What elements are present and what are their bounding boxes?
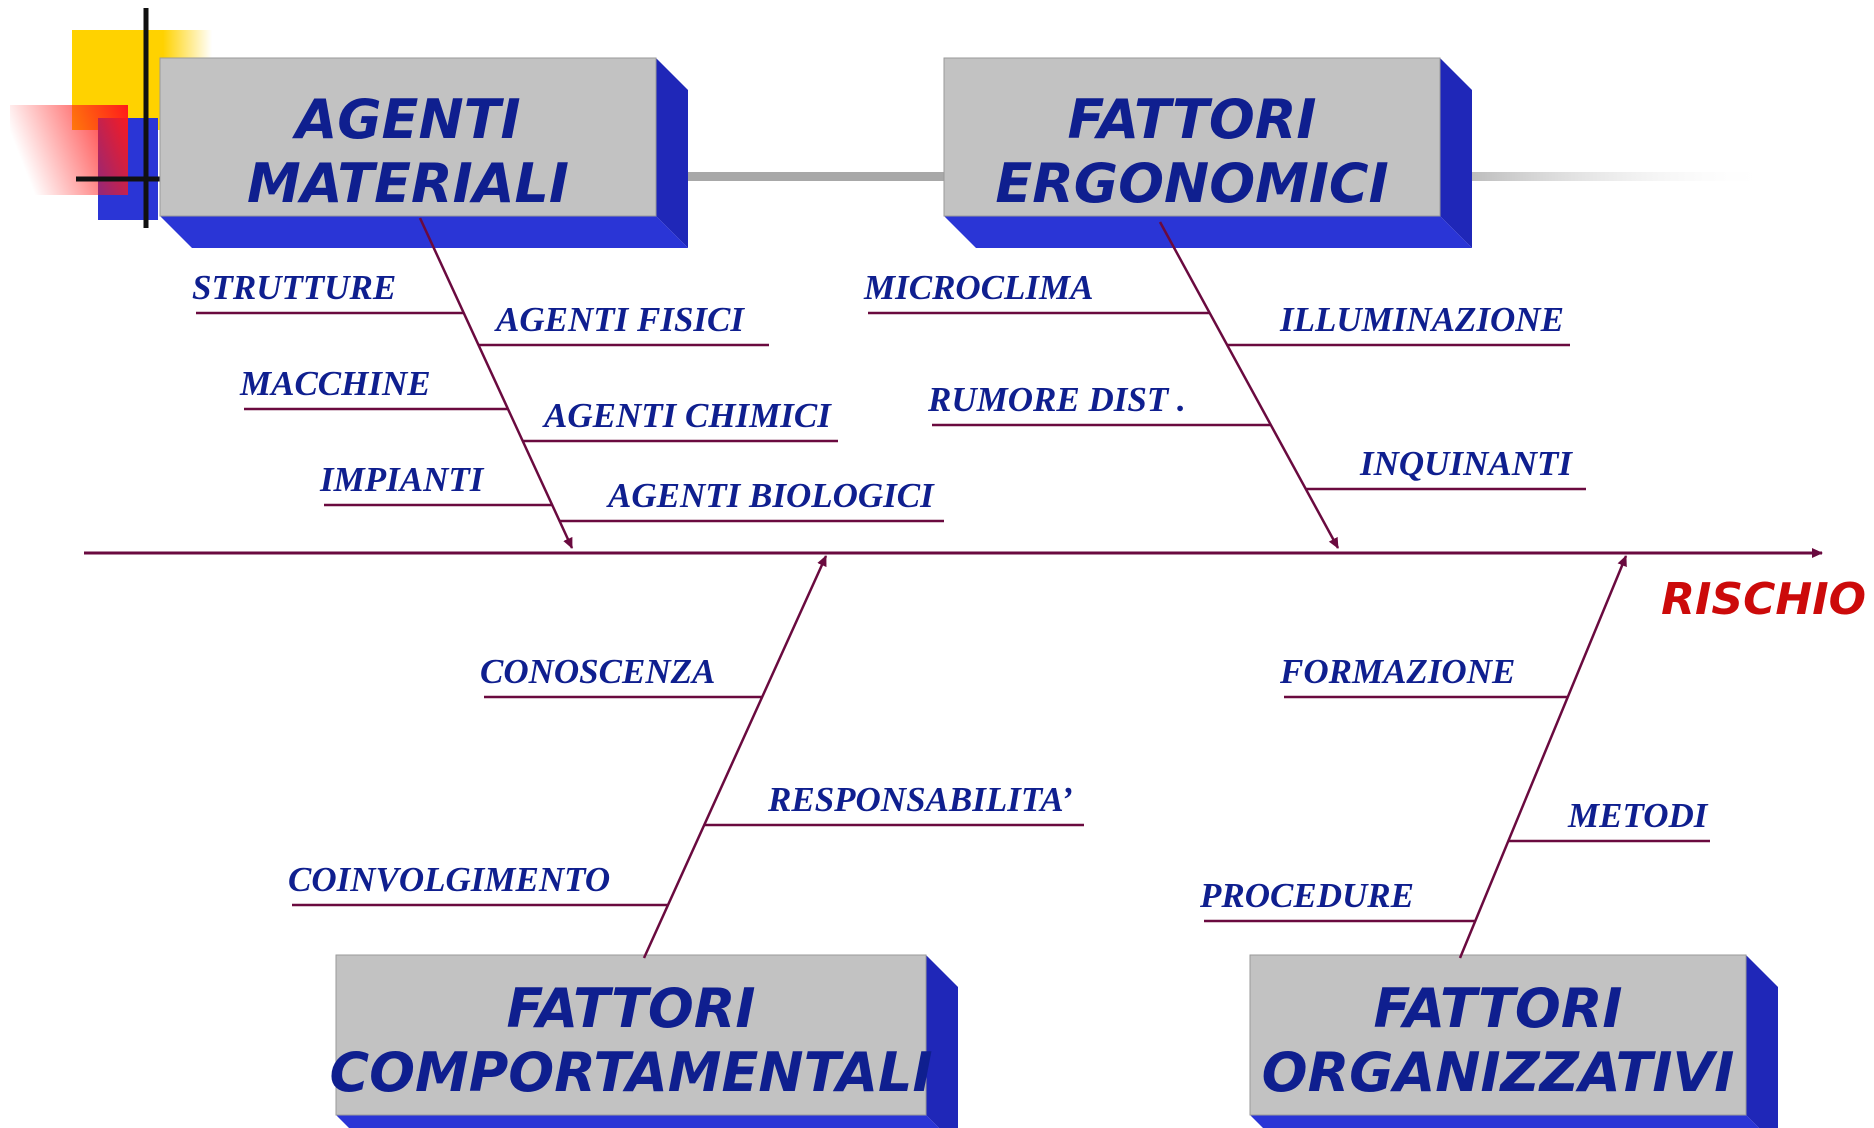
- cause-fattori-comportamentali-2: RESPONSABILITA’: [704, 780, 1084, 827]
- cause-label: RUMORE DIST .: [927, 380, 1186, 419]
- cause-fattori-organizzativi-1: FORMAZIONE: [1279, 652, 1568, 699]
- bone-fattori-ergonomici: MICROCLIMA ILLUMINAZIONE RUMORE DIST . INQU…: [863, 221, 1586, 549]
- box-face: [1249, 954, 1747, 1116]
- cause-label: MICROCLIMA: [863, 268, 1094, 307]
- category-title-line1: FATTORI: [1373, 977, 1622, 1040]
- cause-label: METODI: [1567, 796, 1709, 835]
- category-title-line2: MATERIALI: [247, 152, 569, 215]
- category-title-line2: ERGONOMICI: [995, 152, 1388, 215]
- box-face: [159, 57, 657, 217]
- cause-label: CONOSCENZA: [480, 652, 715, 691]
- box-face: [943, 57, 1441, 217]
- cause-fattori-comportamentali-3: COINVOLGIMENTO: [288, 860, 668, 907]
- cause-label: AGENTI BIOLOGICI: [606, 476, 935, 515]
- cause-label: ILLUMINAZIONE: [1279, 300, 1564, 339]
- box-side-face: [1746, 955, 1778, 1128]
- cause-fattori-comportamentali-1: CONOSCENZA: [480, 652, 763, 699]
- cause-label: COINVOLGIMENTO: [288, 860, 610, 899]
- cause-fattori-ergonomici-3: RUMORE DIST .: [927, 380, 1271, 427]
- box-face: [335, 954, 927, 1116]
- cause-agenti-materiali-2: AGENTI FISICI: [478, 300, 769, 347]
- bone-agenti-materiali: STRUTTURE AGENTI FISICI MACCHINE AGENTI CHI…: [192, 217, 944, 549]
- cause-agenti-materiali-1: STRUTTURE: [192, 268, 464, 315]
- category-title-line2: ORGANIZZATIVI: [1262, 1041, 1735, 1104]
- box-bottom-face: [160, 216, 688, 248]
- bone-fattori-organizzativi: FORMAZIONE METODI PROCEDURE: [1199, 555, 1710, 959]
- box-side-face: [926, 955, 958, 1128]
- cause-agenti-materiali-6: AGENTI BIOLOGICI: [559, 476, 944, 523]
- cause-fattori-organizzativi-3: PROCEDURE: [1199, 876, 1476, 923]
- bone-line: [418, 217, 574, 549]
- cause-label: INQUINANTI: [1359, 444, 1573, 483]
- cause-fattori-ergonomici-1: MICROCLIMA: [863, 268, 1210, 315]
- box-bottom-face: [944, 216, 1472, 248]
- box-side-face: [1440, 58, 1472, 248]
- cause-fattori-ergonomici-4: INQUINANTI: [1305, 444, 1586, 491]
- cause-label: FORMAZIONE: [1279, 652, 1515, 691]
- box-bottom-face: [336, 1115, 939, 1128]
- cause-label: STRUTTURE: [192, 268, 396, 307]
- cause-fattori-ergonomici-2: ILLUMINAZIONE: [1227, 300, 1570, 347]
- bone-line: [1458, 555, 1628, 959]
- cause-agenti-materiali-4: AGENTI CHIMICI: [522, 396, 838, 443]
- outcome-label: RISCHIO: [1661, 574, 1866, 625]
- category-title-line1: FATTORI: [506, 977, 755, 1040]
- bone-fattori-comportamentali: CONOSCENZA RESPONSABILITA’ COINVOLGIMENTO: [288, 555, 1084, 959]
- cause-label: AGENTI CHIMICI: [542, 396, 832, 435]
- top-connector: [688, 172, 950, 181]
- box-side-face: [656, 58, 688, 248]
- cause-label: AGENTI FISICI: [494, 300, 745, 339]
- cause-label: MACCHINE: [239, 364, 431, 403]
- cause-agenti-materiali-3: MACCHINE: [239, 364, 508, 411]
- cause-agenti-materiali-5: IMPIANTI: [319, 460, 553, 507]
- category-title-line1: FATTORI: [1067, 88, 1316, 151]
- bone-line: [1158, 221, 1340, 549]
- cause-label: RESPONSABILITA’: [767, 780, 1073, 819]
- category-title-line1: AGENTI: [291, 88, 520, 151]
- bone-line: [642, 555, 828, 959]
- cause-label: IMPIANTI: [319, 460, 485, 499]
- top-connector-fade: [1472, 172, 1772, 181]
- box-bottom-face: [1250, 1115, 1759, 1128]
- cause-fattori-organizzativi-2: METODI: [1508, 796, 1710, 843]
- category-title-line2: COMPORTAMENTALI: [329, 1041, 932, 1104]
- cause-label: PROCEDURE: [1199, 876, 1414, 915]
